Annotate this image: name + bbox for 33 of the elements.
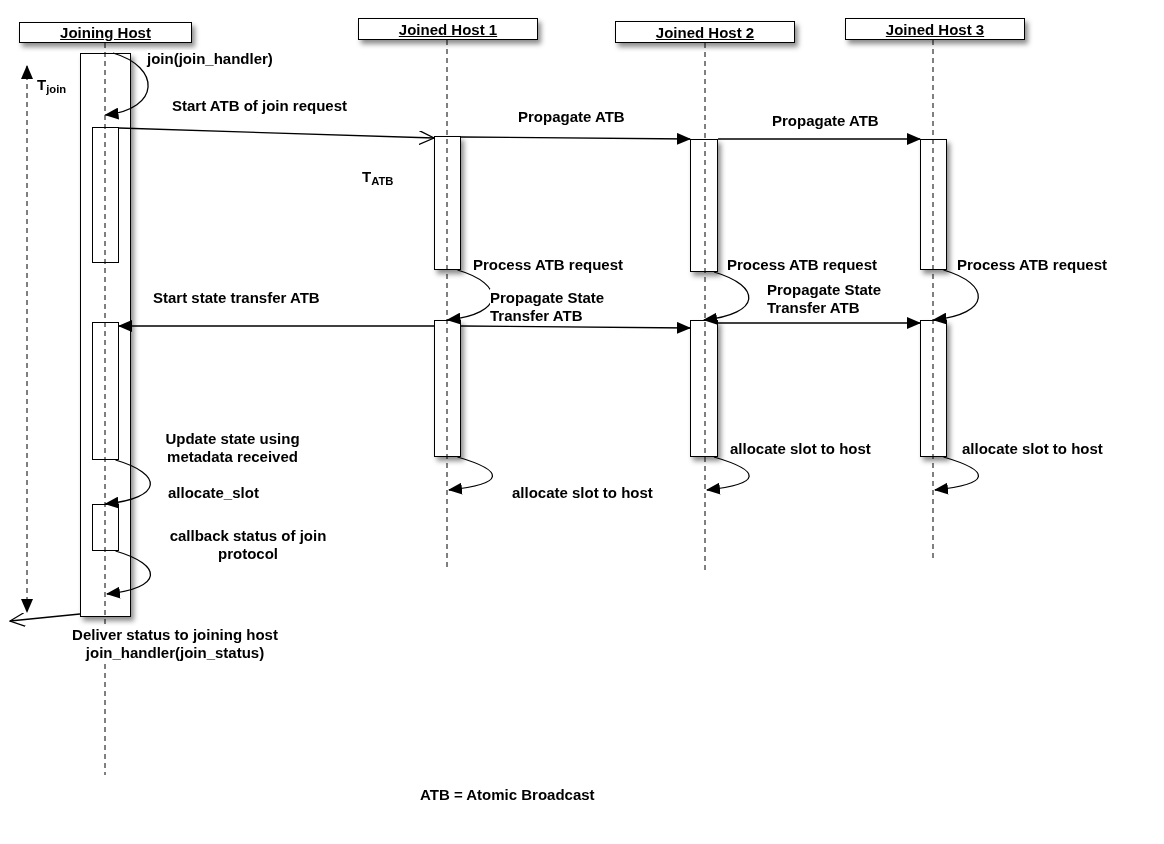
- message-arrow: [446, 269, 493, 324]
- message-arrow: [717, 317, 921, 329]
- edge-label: allocate_slot: [168, 484, 259, 502]
- message-arrow: [9, 611, 81, 628]
- edge-label: Start ATB of join request: [172, 97, 347, 115]
- activation-bar: [434, 136, 461, 270]
- activation-bar: [690, 320, 718, 457]
- message-arrow: [460, 132, 691, 145]
- activation-bar: [920, 139, 947, 270]
- activation-bar: [92, 127, 119, 263]
- message-arrow: [703, 271, 750, 325]
- activation-bar: [434, 320, 461, 457]
- message-arrow: [118, 127, 435, 146]
- message-arrow: [934, 456, 980, 495]
- message-arrow: [448, 456, 494, 495]
- activation-bar: [92, 504, 119, 551]
- message-arrow: [104, 459, 151, 509]
- message-arrow: [104, 52, 149, 119]
- message-arrow: [460, 321, 691, 334]
- lifeline-header: Joining Host: [19, 22, 192, 43]
- message-arrow: [106, 550, 152, 599]
- activation-bar: [920, 320, 947, 457]
- activation-bar: [690, 139, 718, 272]
- lifeline-header: Joined Host 1: [358, 18, 538, 40]
- message-arrow: [717, 133, 921, 145]
- lifeline-header: Joined Host 3: [845, 18, 1025, 40]
- activation-bar: [92, 322, 119, 460]
- message-arrow: [118, 320, 435, 332]
- message-arrow: [706, 456, 750, 495]
- message-arrow: [932, 269, 979, 324]
- edge-label: join(join_handler): [147, 50, 273, 68]
- lifeline-header: Joined Host 2: [615, 21, 795, 43]
- activation-bar: [80, 53, 131, 617]
